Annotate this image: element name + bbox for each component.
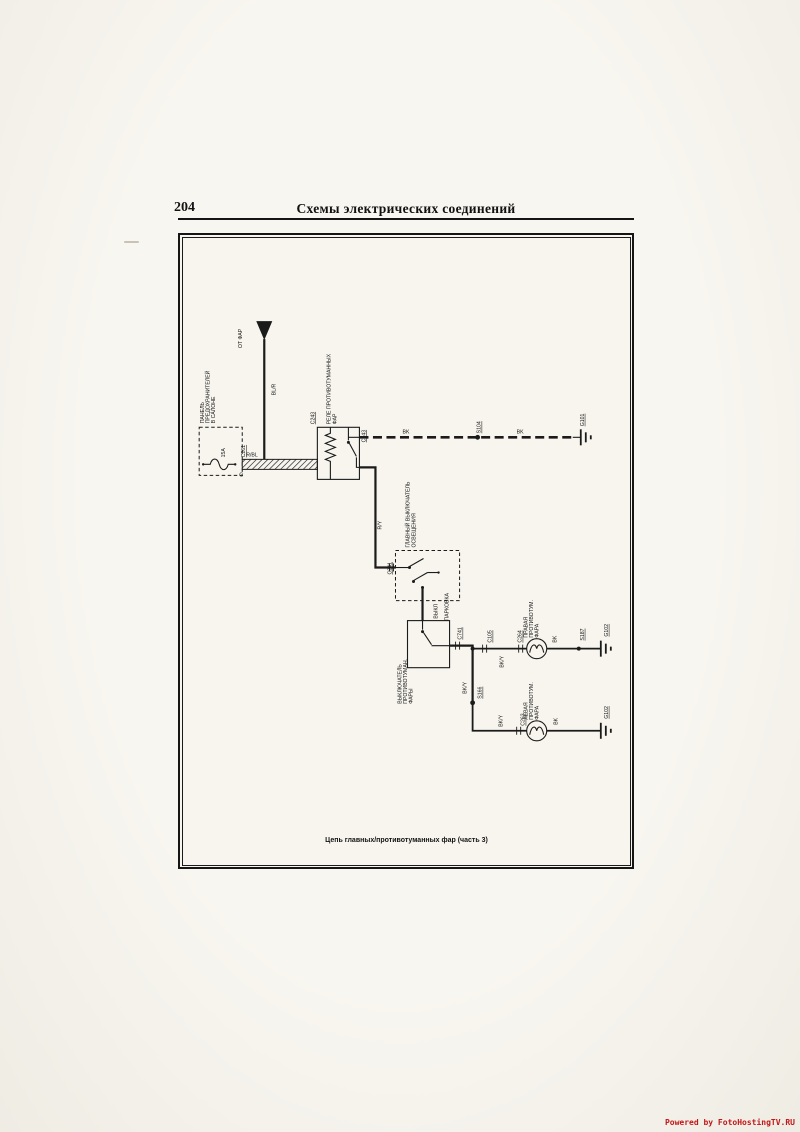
left-lamp-label-2: ПРОТИВОТУМ. (529, 682, 535, 720)
relay-label-1: РЕЛЕ ПРОТИВОТУМАННЫХ (326, 353, 332, 424)
connector-c243-left: C243 (310, 412, 316, 425)
main-switch-label-2: ОСВЕЩЕНИЯ (412, 513, 418, 547)
splice-s104-label: S104 (477, 421, 483, 433)
ground-g101-icon (579, 429, 592, 446)
wire-label-bky-left: BK/Y (499, 714, 505, 726)
connector-c105: C105 (488, 630, 494, 643)
page-title: Схемы электрических соединений (296, 201, 516, 216)
margin-mark (124, 241, 139, 243)
splice-s187-label: S187 (580, 628, 586, 640)
connector-c264-ticks (518, 644, 524, 653)
connector-c263-ticks (516, 726, 522, 735)
wire-label-ry: R/Y (377, 520, 383, 529)
connector-c241: C241 (387, 562, 393, 575)
fuse-panel-label-2: ПРЕДОХРАНИТЕЛЕЙ (204, 370, 212, 423)
shielded-wire-band: R/BL (241, 452, 318, 470)
splice-s166-label: S166 (478, 687, 484, 699)
wiring-diagram: ОТ ФАР BL/R ПАНЕЛЬ ПРЕДОХРАНИТЕЛЕЙ (198, 321, 612, 844)
wire-label-bk-left: BK (554, 717, 560, 724)
ground-g101-label: G101 (580, 413, 586, 426)
connector-c105-ticks (482, 644, 488, 653)
right-lamp-label-1: ПРАВАЯ (524, 617, 530, 638)
left-lamp-label-1: ЛЕВАЯ (524, 702, 530, 720)
ground-run-g101: BK BK S104 G101 (359, 413, 592, 446)
wire-label-bk-1: BK (402, 429, 409, 435)
diagram-caption: Цепь главных/противотуманных фар (часть … (325, 837, 488, 844)
fog-switch-label-1: ВЫКЛЮЧАТЕЛЬ (397, 664, 403, 704)
fog-lamp-switch: ВЫКЛЮЧАТЕЛЬ ПРОТИВОТУМАН. ФАРЫ C741 (397, 620, 464, 704)
off-page-arrow: ОТ ФАР (238, 321, 273, 348)
connector-c261: C261 (241, 445, 247, 458)
ground-g102-left-icon (599, 722, 612, 739)
fuse-panel-label-1: ПАНЕЛЬ (200, 401, 206, 423)
ry-wire: R/Y (359, 466, 396, 569)
relay-label-2: ФАР (332, 413, 338, 424)
wire-label-bky-main: BK/Y (463, 681, 469, 693)
switch-blade-icon (423, 632, 432, 645)
relay-contact-icon (348, 443, 357, 457)
connector-c264: C264 (518, 630, 524, 643)
ground-g102-right-icon (599, 640, 612, 657)
connector-c241-ticks (389, 563, 394, 572)
left-fog-lamp: ЛЕВАЯ ПРОТИВОТУМ. ФАРА BK G102 (524, 682, 612, 742)
left-lamp-label-3: ФАРА (535, 705, 541, 719)
connector-c263: C263 (521, 713, 527, 726)
page-number: 204 (174, 200, 195, 215)
splice-s187-dot (576, 646, 581, 651)
main-switch-label-1: ГЛАВНЫЙ ВЫКЛЮЧАТЕЛЬ (404, 481, 412, 547)
title-rule (178, 218, 634, 220)
switch-blade-icon (409, 558, 424, 568)
wire-label-rbl: R/BL (246, 452, 258, 458)
connector-c741: C741 (458, 627, 464, 640)
terminal-g: G (239, 472, 243, 478)
ground-g102-left-label: G102 (604, 706, 610, 719)
watermark: Powered by FotoHostingTV.RU (664, 1118, 795, 1127)
filament-icon (529, 726, 545, 735)
wire-label-bky-right: BK/Y (500, 655, 506, 667)
fuse-panel: ПАНЕЛЬ ПРЕДОХРАНИТЕЛЕЙ В САЛОНЕ 15A C261… (198, 370, 247, 478)
from-headlamps-label: ОТ ФАР (238, 328, 244, 348)
fog-lamp-relay: РЕЛЕ ПРОТИВОТУМАННЫХ ФАР C243 C243 (310, 353, 367, 480)
fuse-panel-label-3: В САЛОНЕ (211, 396, 217, 423)
splice-s104-dot (475, 434, 481, 440)
ground-g102-right-label: G102 (604, 624, 610, 637)
right-lamp-label-3: ФАРА (535, 623, 541, 637)
main-light-switch: C241 ГЛАВНЫЙ ВЫКЛЮЧАТЕЛЬ ОСВЕЩЕНИЯ ВЫКЛ (387, 481, 461, 621)
fog-switch-label-3: ФАРЫ (409, 688, 415, 704)
arrow-icon (256, 321, 273, 341)
diagram-frame: ОТ ФАР BL/R ПАНЕЛЬ ПРЕДОХРАНИТЕЛЕЙ (178, 233, 634, 869)
fuse-rating: 15A (221, 448, 227, 458)
position-park-label: ПАРКОВКА (445, 592, 451, 620)
right-fog-lamp: ПРАВАЯ ПРОТИВОТУМ. ФАРА BK S187 (524, 600, 612, 660)
relay-coil-icon (323, 427, 337, 480)
wire-label-bk-right: BK (553, 635, 559, 642)
wire-label-blr: BL/R (271, 383, 277, 395)
filament-icon (529, 644, 545, 653)
wire-label-bk-2: BK (517, 429, 524, 435)
right-lamp-label-2: ПРОТИВОТУМ. (529, 600, 535, 638)
blr-feed-wire: BL/R (263, 339, 277, 461)
fog-lamp-feed: BK/Y S166 C105 BK/Y C264 BK/Y (449, 630, 527, 735)
position-off-label: ВЫКЛ (434, 604, 440, 618)
fuse-icon (203, 458, 236, 471)
fog-switch-label-2: ПРОТИВОТУМАН. (403, 659, 409, 704)
